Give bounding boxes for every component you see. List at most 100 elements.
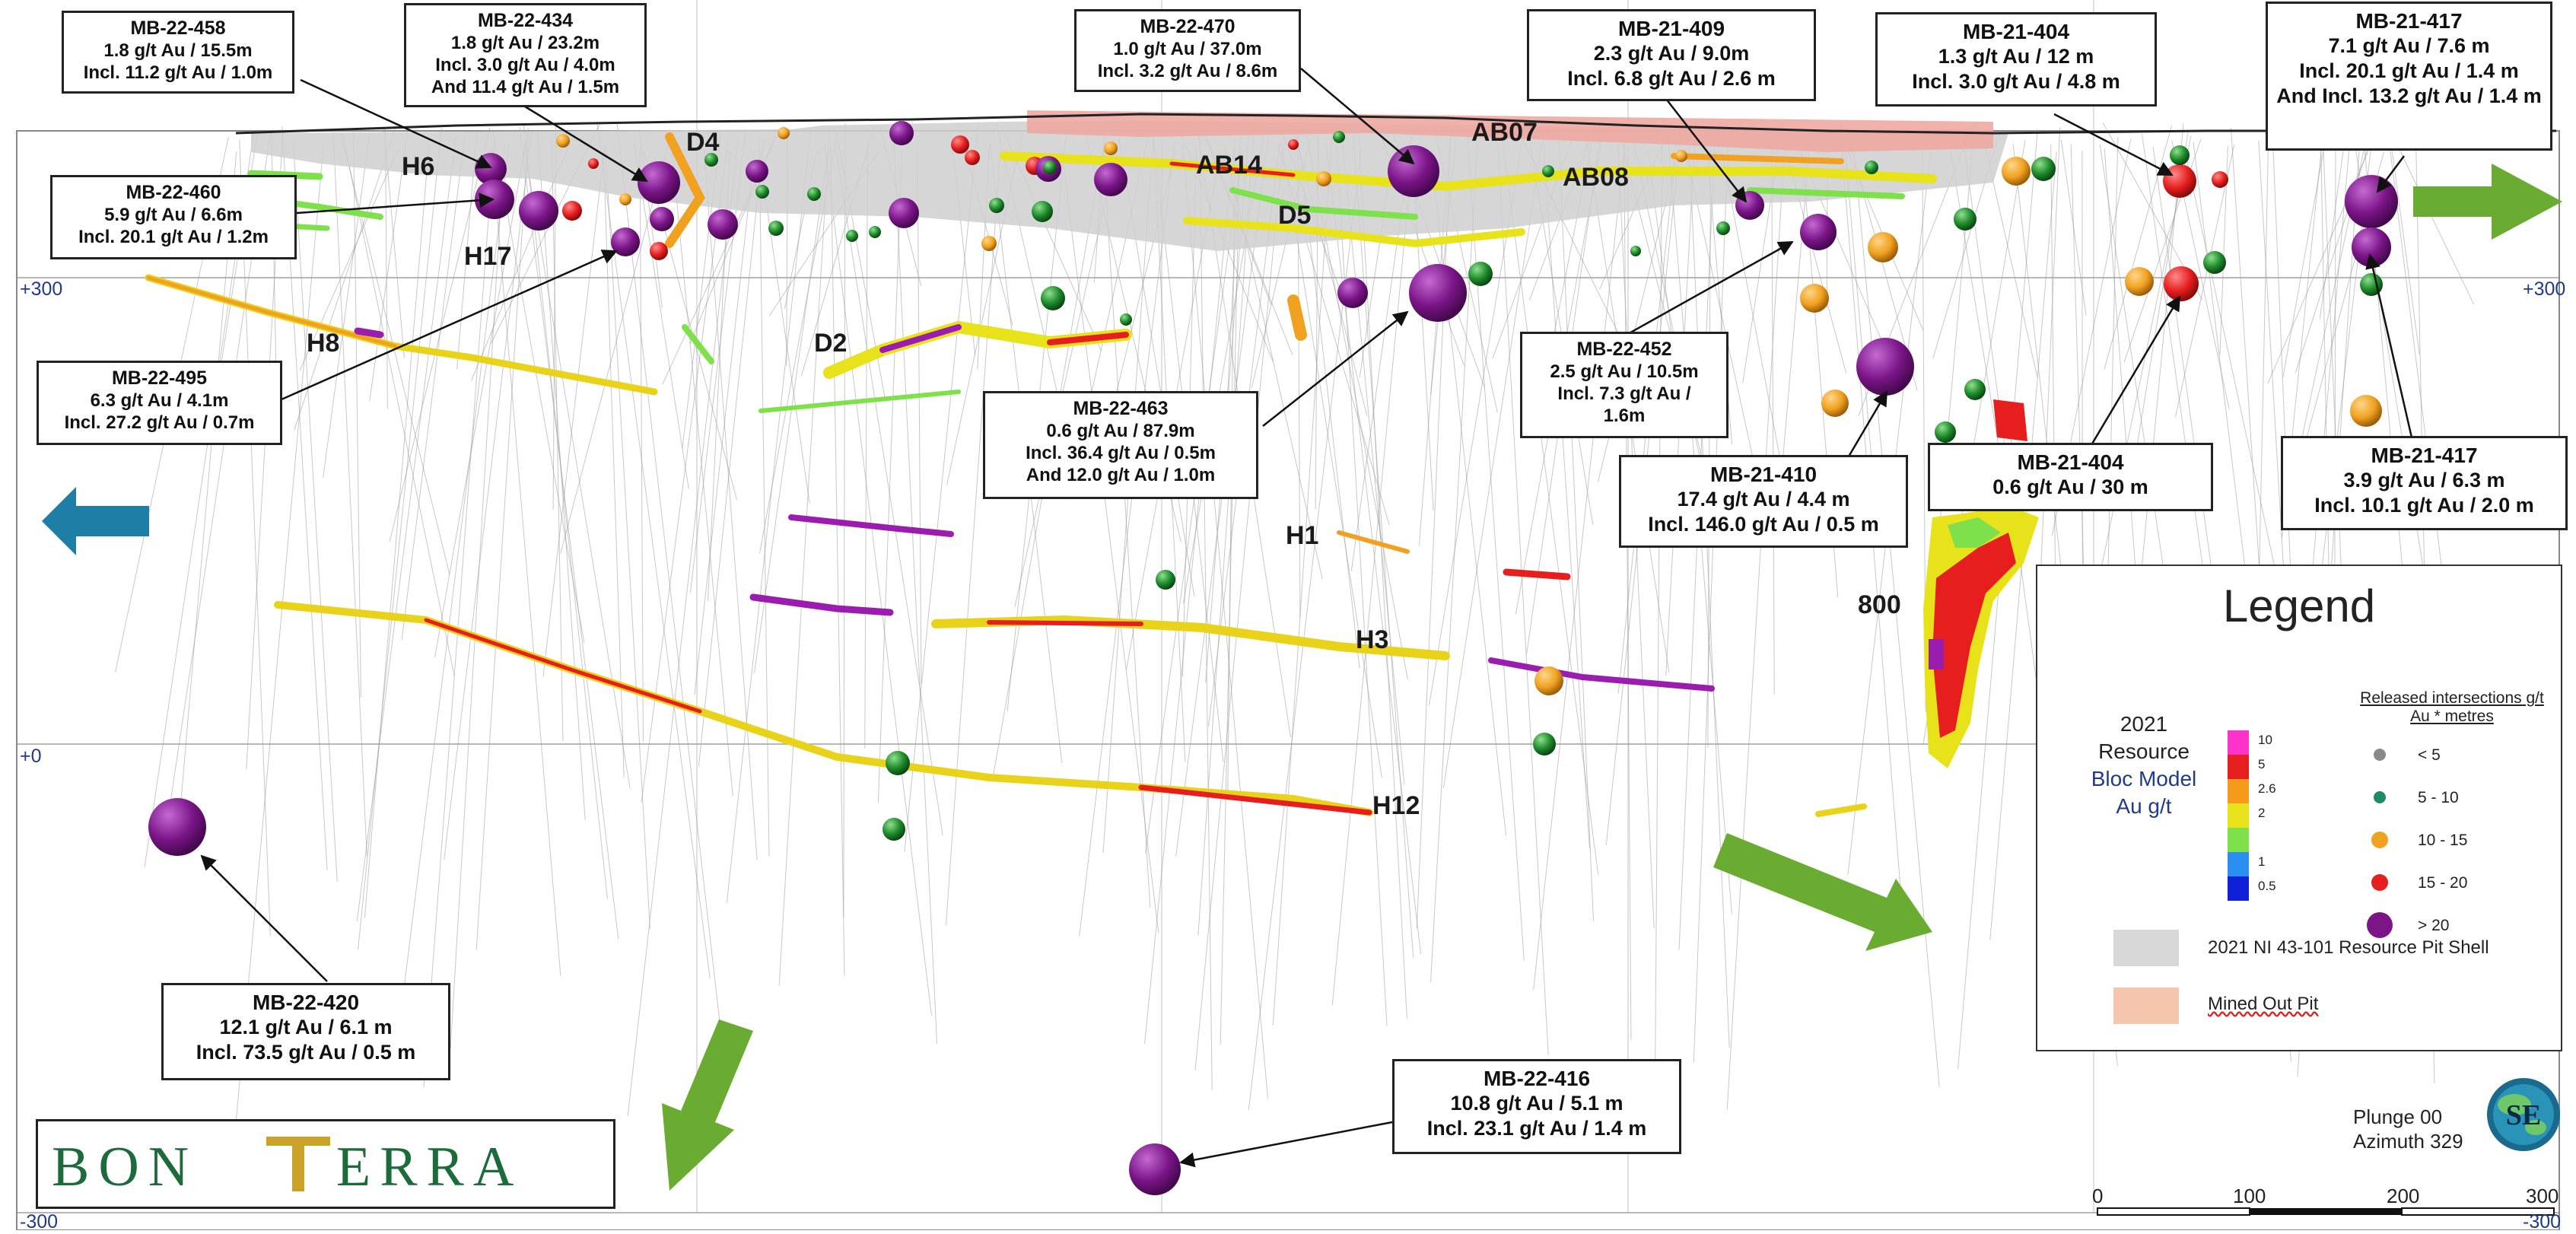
drill-hole-trace <box>323 132 370 477</box>
sphere-green <box>1533 733 1556 755</box>
legend-title: Legend <box>2037 580 2561 632</box>
sphere-green <box>1865 161 1878 174</box>
elevation-label-300-left: +300 <box>20 278 62 301</box>
legend-intersection-label: 15 - 20 <box>2418 874 2467 892</box>
sphere-orange <box>1316 171 1331 186</box>
svg-text:BON: BON <box>52 1136 198 1198</box>
sphere-green <box>1156 570 1175 590</box>
zone-label-d5: D5 <box>1278 201 1311 231</box>
drill-hole-trace <box>538 131 586 820</box>
zone-label-ab08: AB08 <box>1563 163 1629 192</box>
bonterra-logo-mark: BON ERRA <box>38 1121 613 1207</box>
drill-hole-trace <box>2153 147 2218 619</box>
drill-hole-trace <box>1467 131 1524 961</box>
drill-hole-trace <box>357 135 456 921</box>
legend-scale-swatch <box>2228 828 2249 852</box>
drill-hole-trace <box>1727 147 1784 1109</box>
drill-hole-trace <box>520 127 619 939</box>
legend-scale-swatch <box>2228 755 2249 779</box>
legend-pit-shell-label: 2021 NI 43-101 Resource Pit Shell <box>2208 937 2489 959</box>
legend-scale-swatch <box>2228 803 2249 828</box>
sphere-green <box>846 230 858 242</box>
legend-scale-swatch <box>2228 730 2249 755</box>
sphere-red <box>2163 164 2196 198</box>
drill-hole-trace <box>1431 127 1478 982</box>
sphere-orange <box>2002 157 2031 186</box>
sphere-green <box>1120 313 1132 326</box>
sphere-purple <box>889 121 914 145</box>
sphere-red <box>650 242 668 260</box>
lens-h8-core <box>148 278 396 346</box>
drill-hole-trace <box>1198 129 1254 935</box>
drill-hole-trace <box>523 122 608 899</box>
drill-hole-trace <box>946 148 1000 925</box>
sphere-green <box>2170 145 2190 165</box>
sphere-orange <box>1534 666 1563 695</box>
drill-hole-trace <box>672 150 733 796</box>
legend-scale-value: 2 <box>2258 806 2265 820</box>
zone-label-h3: H3 <box>1356 625 1388 655</box>
sphere-purple <box>650 207 674 231</box>
sphere-purple <box>1800 214 1837 250</box>
arrow-east-icon <box>2413 164 2562 240</box>
zone-label-h1: H1 <box>1286 521 1318 551</box>
sphere-orange <box>619 193 631 205</box>
legend-scale-value: 10 <box>2258 733 2272 747</box>
drill-hole-trace <box>905 125 978 852</box>
compass-icon: SE <box>2487 1078 2560 1151</box>
scale-tick-100: 100 <box>2233 1185 2266 1208</box>
sphere-green <box>1935 421 1956 443</box>
sphere-purple <box>1129 1143 1181 1195</box>
sphere-green <box>2203 251 2226 274</box>
legend-scale-swatch <box>2228 779 2249 803</box>
view-orientation: Plunge 00 Azimuth 329 <box>2353 1105 2463 1153</box>
sphere-red <box>562 201 582 221</box>
sphere-orange <box>1800 284 1829 313</box>
arrow-southeast-icon <box>1713 833 1932 951</box>
sphere-red <box>2212 171 2228 188</box>
drill-hole-trace <box>1145 138 1236 1044</box>
legend-panel: Legend 2021 Resource Bloc Model Au g/t 1… <box>2036 565 2562 1051</box>
drill-hole-trace <box>759 138 769 857</box>
drill-hole-trace <box>1358 130 1407 1019</box>
drill-hole-trace <box>1182 142 1267 1099</box>
sphere-red <box>588 158 599 169</box>
sphere-green <box>1630 246 1641 256</box>
drill-hole-trace <box>1431 152 1506 836</box>
drill-hole-trace <box>364 145 429 918</box>
legend-scale-value: 1 <box>2258 854 2265 869</box>
sphere-green <box>883 818 905 841</box>
elevation-label-300-right: +300 <box>2523 278 2565 301</box>
sphere-orange <box>1868 232 1898 262</box>
legend-intersection-dot <box>2374 749 2386 761</box>
svg-text:SE: SE <box>2506 1099 2541 1131</box>
drill-hole-trace <box>1559 134 1594 921</box>
arrow-west-icon <box>42 487 149 555</box>
legend-scale-value: 5 <box>2258 757 2265 771</box>
sphere-green <box>1041 286 1065 310</box>
sphere-green <box>1043 161 1057 174</box>
drill-hole-trace <box>2283 145 2325 377</box>
sphere-green <box>869 226 881 238</box>
legend-intersection-dot <box>2367 912 2393 938</box>
arrow-southwest-icon <box>662 1019 753 1191</box>
sphere-green <box>1716 221 1730 235</box>
sphere-red <box>965 150 980 165</box>
drill-hole-trace <box>1417 138 1451 929</box>
sphere-green <box>1964 379 1986 400</box>
sphere-purple <box>746 160 768 183</box>
zone-label-ab07: AB07 <box>1471 118 1538 148</box>
legend-intersection-dot <box>2374 791 2386 803</box>
legend-intersection-label: 10 - 15 <box>2418 832 2467 849</box>
sphere-orange <box>556 134 570 148</box>
sphere-green <box>989 198 1004 213</box>
sphere-orange <box>778 127 790 139</box>
legend-intersection-label: 5 - 10 <box>2418 789 2459 806</box>
